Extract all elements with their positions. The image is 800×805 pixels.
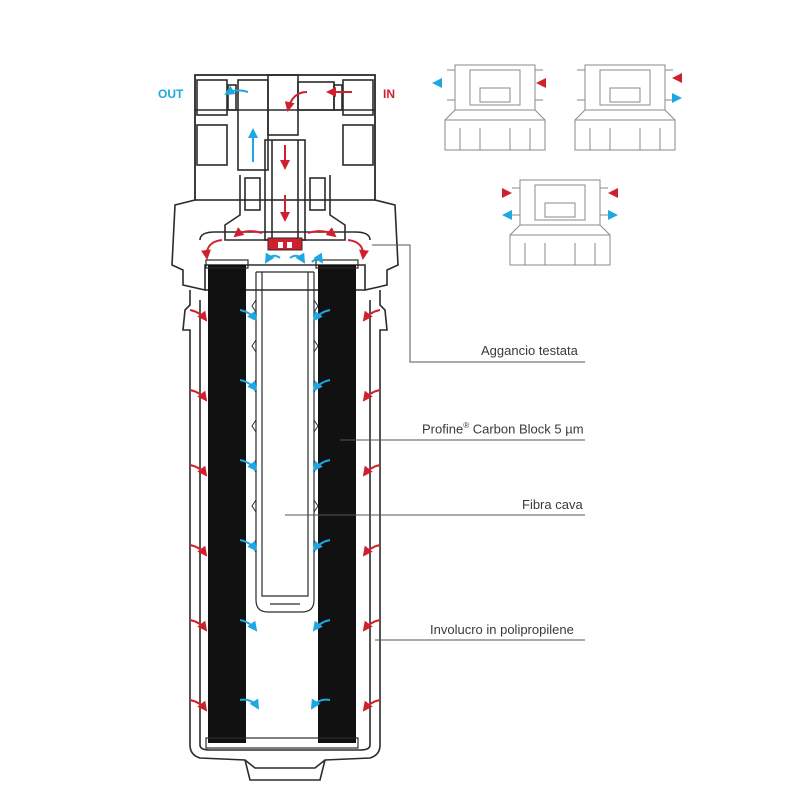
- blue-arrow-icon: [502, 210, 512, 220]
- red-arrow-icon: [672, 73, 682, 83]
- carbon-block-suffix: Carbon Block 5 µm: [469, 421, 584, 437]
- label-carbon-block: Profine® Carbon Block 5 µm: [422, 421, 584, 436]
- red-arrow-icon: [608, 188, 618, 198]
- seal-element: [267, 237, 303, 251]
- leader-lines: [285, 244, 585, 641]
- blue-arrow-icon: [608, 210, 618, 220]
- orientation-thumbnail-3: [509, 179, 611, 266]
- blue-arrow-icon: [672, 93, 682, 103]
- hollow-fiber-core: [255, 271, 315, 613]
- red-arrow-icon: [536, 78, 546, 88]
- label-hollow-fiber: Fibra cava: [522, 497, 583, 512]
- in-port-label: IN: [383, 87, 395, 101]
- registered-mark: ®: [463, 421, 470, 430]
- filter-head: [171, 74, 399, 292]
- orientation-thumbnail-1: [444, 64, 546, 151]
- outflow-arrows: [224, 85, 331, 710]
- carbon-block-left: [208, 265, 246, 743]
- leader-head-coupling: [372, 244, 585, 363]
- label-head-coupling: Aggancio testata: [481, 343, 578, 358]
- blue-arrow-icon: [432, 78, 442, 88]
- inflow-arrows: [189, 87, 381, 712]
- carbon-block-prefix: Profine: [422, 421, 464, 437]
- carbon-block-right: [318, 265, 356, 743]
- label-housing: Involucro in polipropilene: [430, 622, 574, 637]
- red-arrow-icon: [502, 188, 512, 198]
- orientation-thumbnail-2: [574, 64, 676, 151]
- out-port-label: OUT: [158, 87, 184, 101]
